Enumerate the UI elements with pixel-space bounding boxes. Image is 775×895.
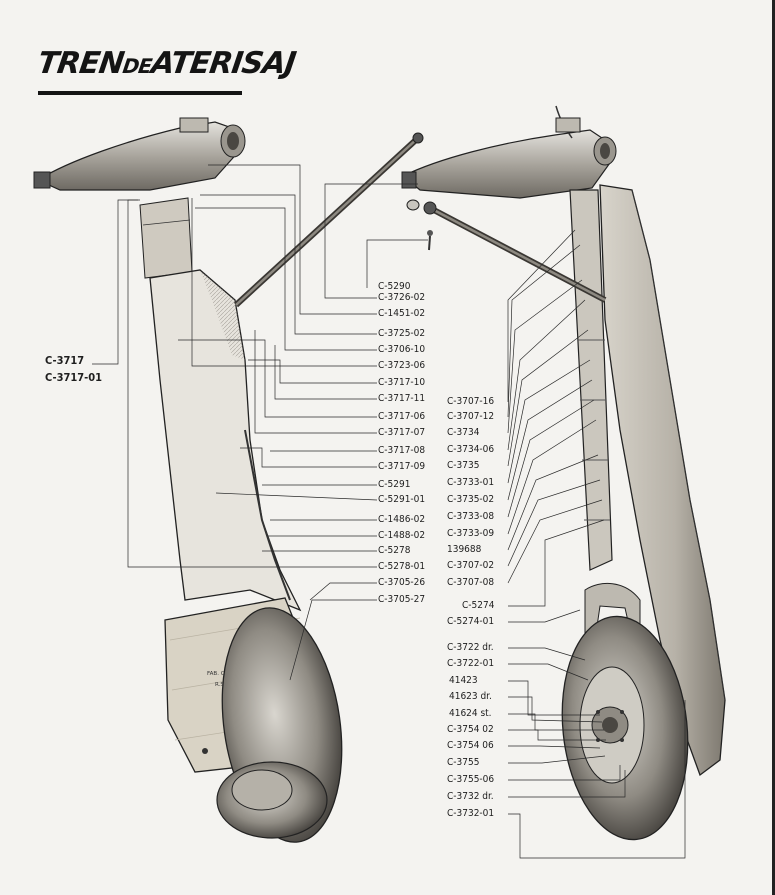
part-label-center-2: C-3726-02: [378, 292, 426, 303]
part-label-center-19: C-3705-26: [378, 577, 426, 588]
part-label-right-9: C-3733-09: [447, 528, 495, 539]
loose-small-parts: [406, 199, 433, 251]
part-label-center-1: C-5290: [378, 281, 411, 292]
part-label-right-23: C-3755-06: [447, 774, 495, 785]
part-label-right-21: C-3754 06: [447, 740, 494, 751]
part-label-right-7: C-3735-02: [447, 494, 495, 505]
part-label-center-4: C-3725-02: [378, 328, 426, 339]
part-label-center-20: C-3705-27: [378, 594, 426, 605]
part-label-right-24: C-3732 dr.: [447, 791, 494, 802]
part-label-right-22: C-3755: [447, 757, 480, 768]
part-label-right-6: C-3733-01: [447, 477, 495, 488]
part-label-right-18: 41623 dr.: [449, 691, 492, 702]
part-label-center-14: C-5291-01: [378, 494, 426, 505]
part-label-right-17: 41423: [449, 675, 478, 686]
part-label-center-13: C-5291: [378, 479, 411, 490]
part-label-center-16: C-1488-02: [378, 530, 426, 541]
part-label-center-9: C-3717-06: [378, 411, 426, 422]
part-label-right-12: C-3707-08: [447, 577, 495, 588]
part-label-right-25: C-3732-01: [447, 808, 495, 819]
part-label-center-6: C-3723-06: [378, 360, 426, 371]
left-gear-assembly: FAB. CAUCIUCULUI R.S.R.: [33, 117, 424, 843]
part-label-center-7: C-3717-10: [378, 377, 426, 388]
part-label-right-15: C-3722 dr.: [447, 642, 494, 653]
part-label-right-20: C-3754 02: [447, 724, 494, 735]
part-label-right-8: C-3733-08: [447, 511, 495, 522]
part-label-center-17: C-5278: [378, 545, 411, 556]
part-label-right-5: C-3735: [447, 460, 480, 471]
part-label-right-14: C-5274-01: [447, 616, 495, 627]
part-label-left-1: C-3717: [45, 354, 85, 367]
part-label-right-10: 139688: [447, 544, 482, 555]
part-label-right-2: C-3707-12: [447, 411, 495, 422]
part-label-right-19: 41624 st.: [449, 708, 492, 719]
part-label-center-8: C-3717-11: [378, 393, 426, 404]
part-label-right-13: C-5274: [462, 600, 495, 611]
part-label-center-5: C-3706-10: [378, 344, 426, 355]
part-label-center-10: C-3717-07: [378, 427, 426, 438]
part-label-left-2: C-3717-01: [45, 371, 103, 384]
page-edge: [772, 0, 775, 895]
part-label-right-11: C-3707-02: [447, 560, 495, 571]
part-label-right-4: C-3734-06: [447, 444, 495, 455]
part-label-center-3: C-1451-02: [378, 308, 426, 319]
part-label-center-11: C-3717-08: [378, 445, 426, 456]
part-label-right-16: C-3722-01: [447, 658, 495, 669]
part-label-center-12: C-3717-09: [378, 461, 426, 472]
part-label-center-18: C-5278-01: [378, 561, 426, 572]
part-label-right-1: C-3707-16: [447, 396, 495, 407]
leader-lines: [92, 164, 686, 859]
part-label-right-3: C-3734: [447, 427, 480, 438]
right-gear-assembly: [401, 105, 726, 841]
part-label-center-15: C-1486-02: [378, 514, 426, 525]
title-underline: [38, 91, 242, 95]
